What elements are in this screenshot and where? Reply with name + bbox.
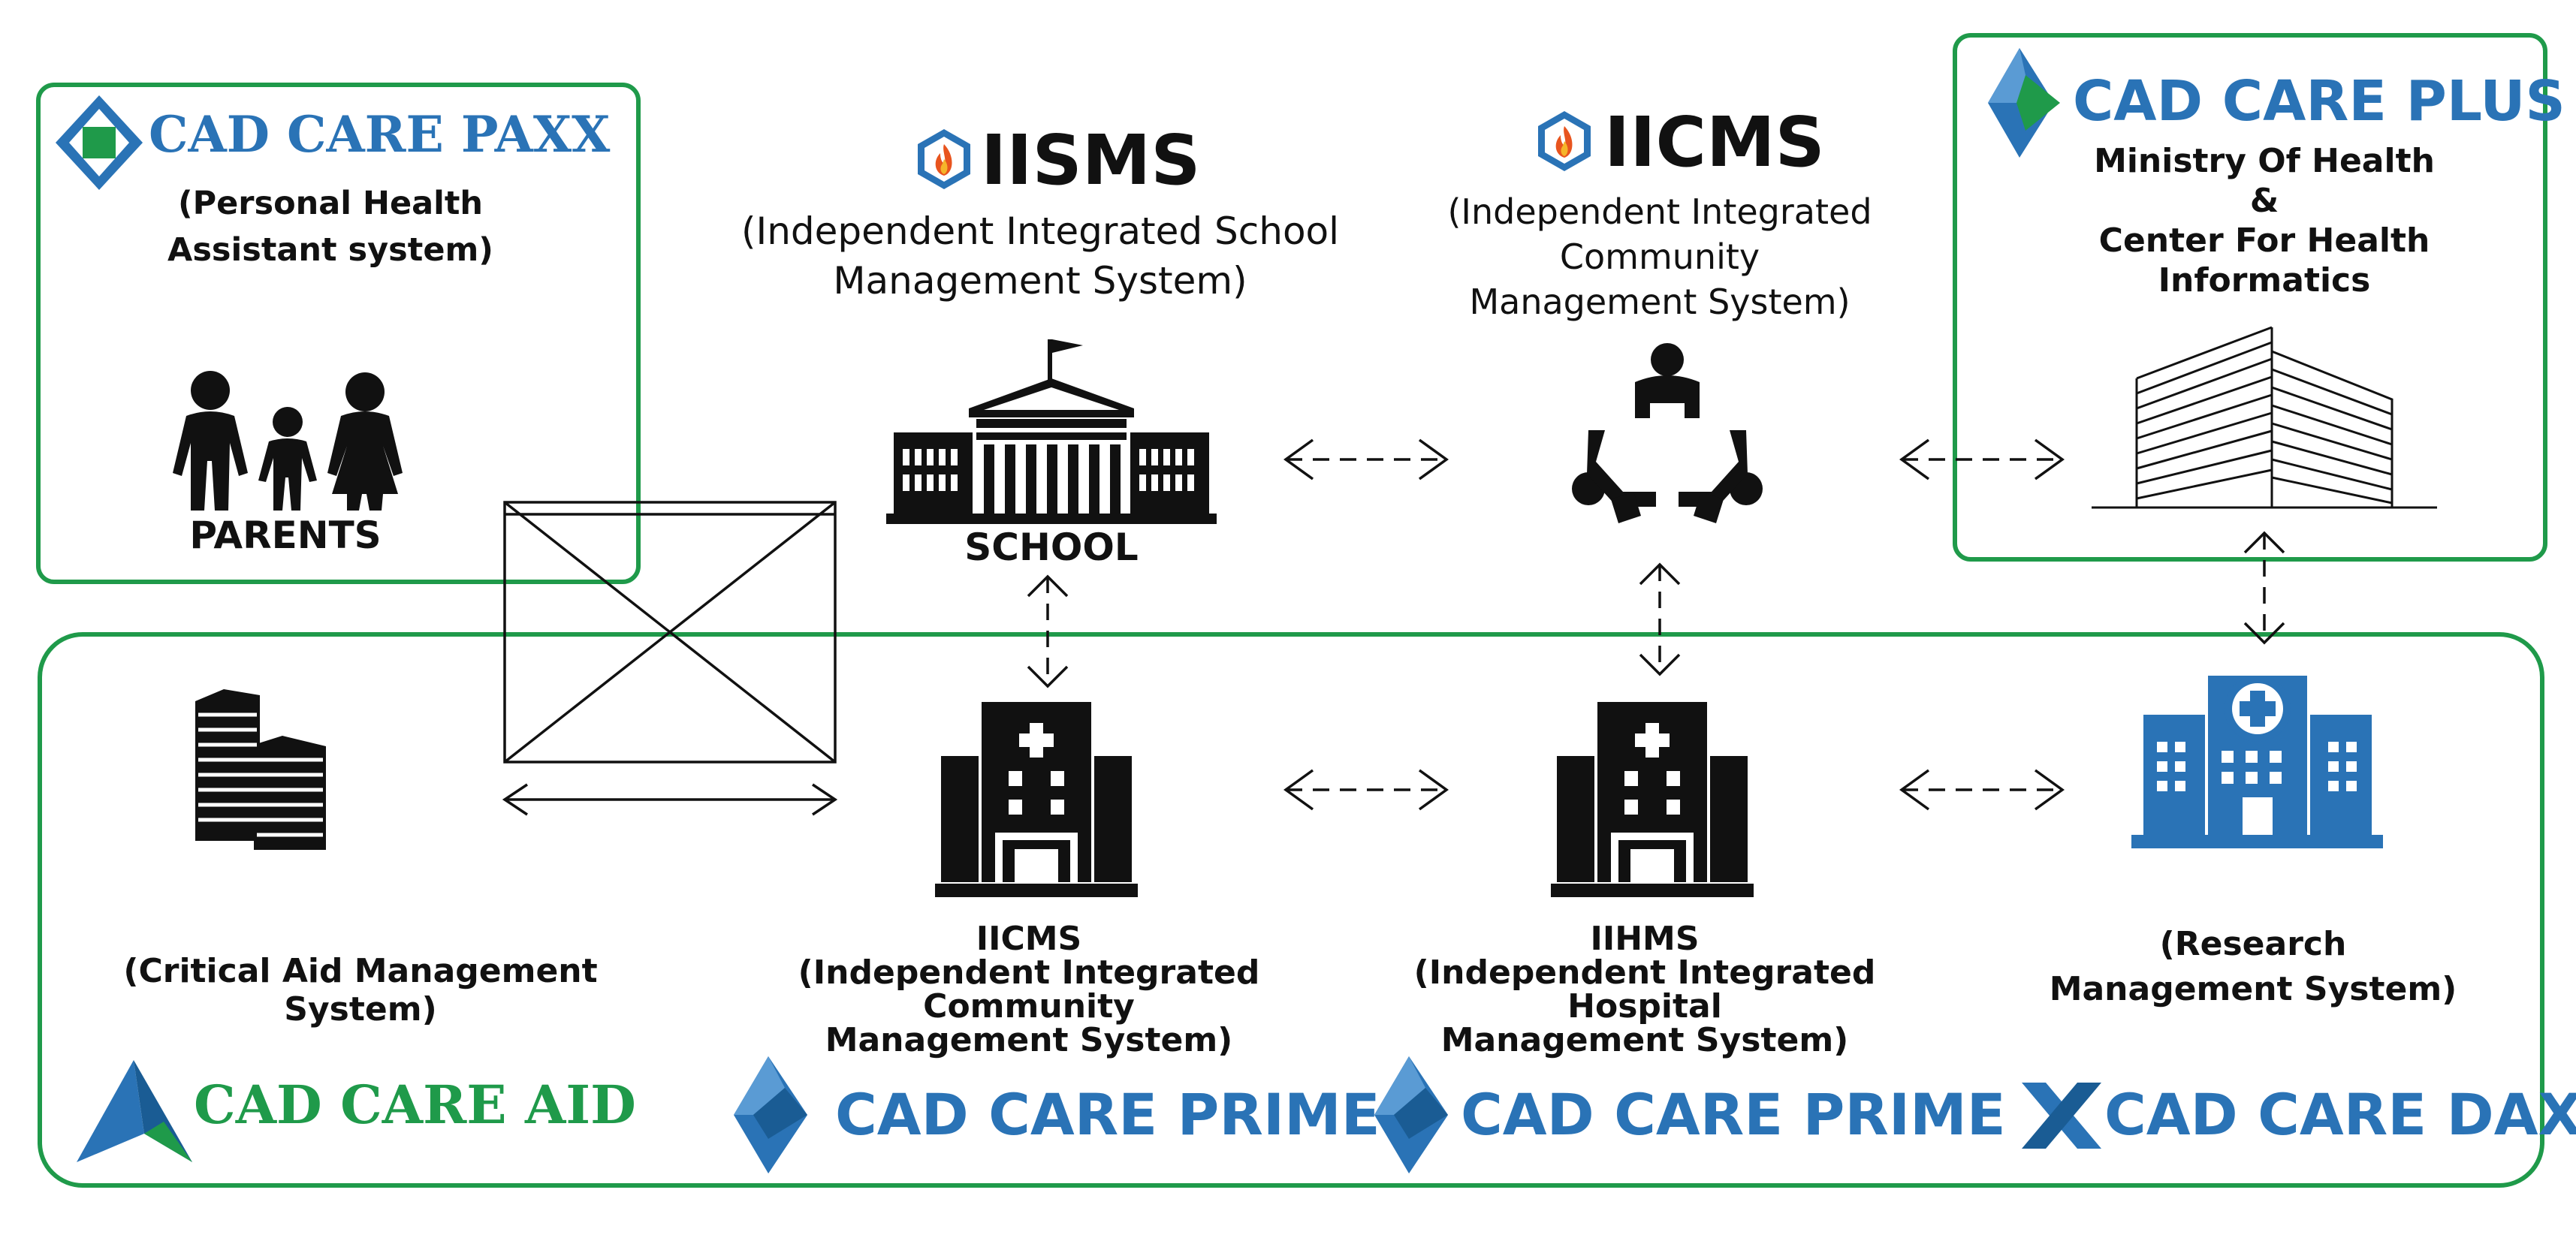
cad-care-paxx-brand: CAD CARE PAXX — [149, 105, 611, 164]
critical-aid-buildings-icon — [195, 689, 326, 850]
iisms-logo-icon — [918, 129, 970, 189]
cad-care-dax-logo-icon — [2022, 1083, 2101, 1149]
cad-care-aid-brand: CAD CARE AID — [194, 1074, 636, 1136]
cad-care-aid-logo-icon — [77, 1060, 192, 1162]
cad-care-plus-logo-icon — [1988, 48, 2060, 158]
plus-panel — [1953, 33, 2547, 562]
aid-caption: (Critical Aid Management System) — [123, 952, 598, 1029]
cad-care-prime-logo-icon-1 — [734, 1056, 807, 1173]
hospital-iicms-icon — [935, 702, 1138, 897]
iisms-subtitle: (Independent Integrated School Managemen… — [741, 209, 1340, 303]
bottom-panel — [38, 632, 2544, 1188]
cad-care-paxx-logo-icon — [56, 95, 143, 190]
cad-care-prime-brand-2: CAD CARE PRIME — [1461, 1081, 2006, 1148]
paxx-subtitle: (Personal Health Assistant system) — [167, 185, 493, 269]
community-group-icon — [1572, 343, 1763, 523]
hospital-iihms-icon — [1551, 702, 1754, 897]
school-label: SCHOOL — [964, 526, 1139, 569]
cad-care-prime-logo-icon-2 — [1374, 1056, 1448, 1173]
iicms-logo-icon — [1538, 111, 1591, 171]
iicms-top-subtitle: (Independent Integrated Community Manage… — [1447, 191, 1872, 322]
research-caption: (Research Management System) — [2049, 925, 2457, 1008]
parents-label: PARENTS — [189, 514, 382, 557]
cad-care-dax-brand: CAD CARE DAX — [2104, 1081, 2576, 1148]
office-building-icon — [2092, 326, 2437, 509]
parents-family-icon — [173, 371, 403, 511]
iihms-caption: IIHMS (Independent Integrated Hospital M… — [1413, 920, 1876, 1059]
cad-care-prime-brand-1: CAD CARE PRIME — [835, 1081, 1380, 1148]
paxx-panel — [36, 83, 641, 584]
iicms-top-title: IICMS — [1604, 102, 1825, 182]
placeholder-cross-box — [502, 501, 838, 816]
research-hospital-icon — [2131, 676, 2383, 848]
cad-care-plus-brand: CAD CARE PLUS — [2073, 69, 2565, 134]
plus-subtitle: Ministry Of Health & Center For Health I… — [2094, 142, 2435, 300]
iicms-bottom-caption: IICMS (Independent Integrated Community … — [798, 920, 1260, 1059]
school-building-icon — [886, 339, 1217, 524]
iisms-title: IISMS — [981, 120, 1201, 200]
